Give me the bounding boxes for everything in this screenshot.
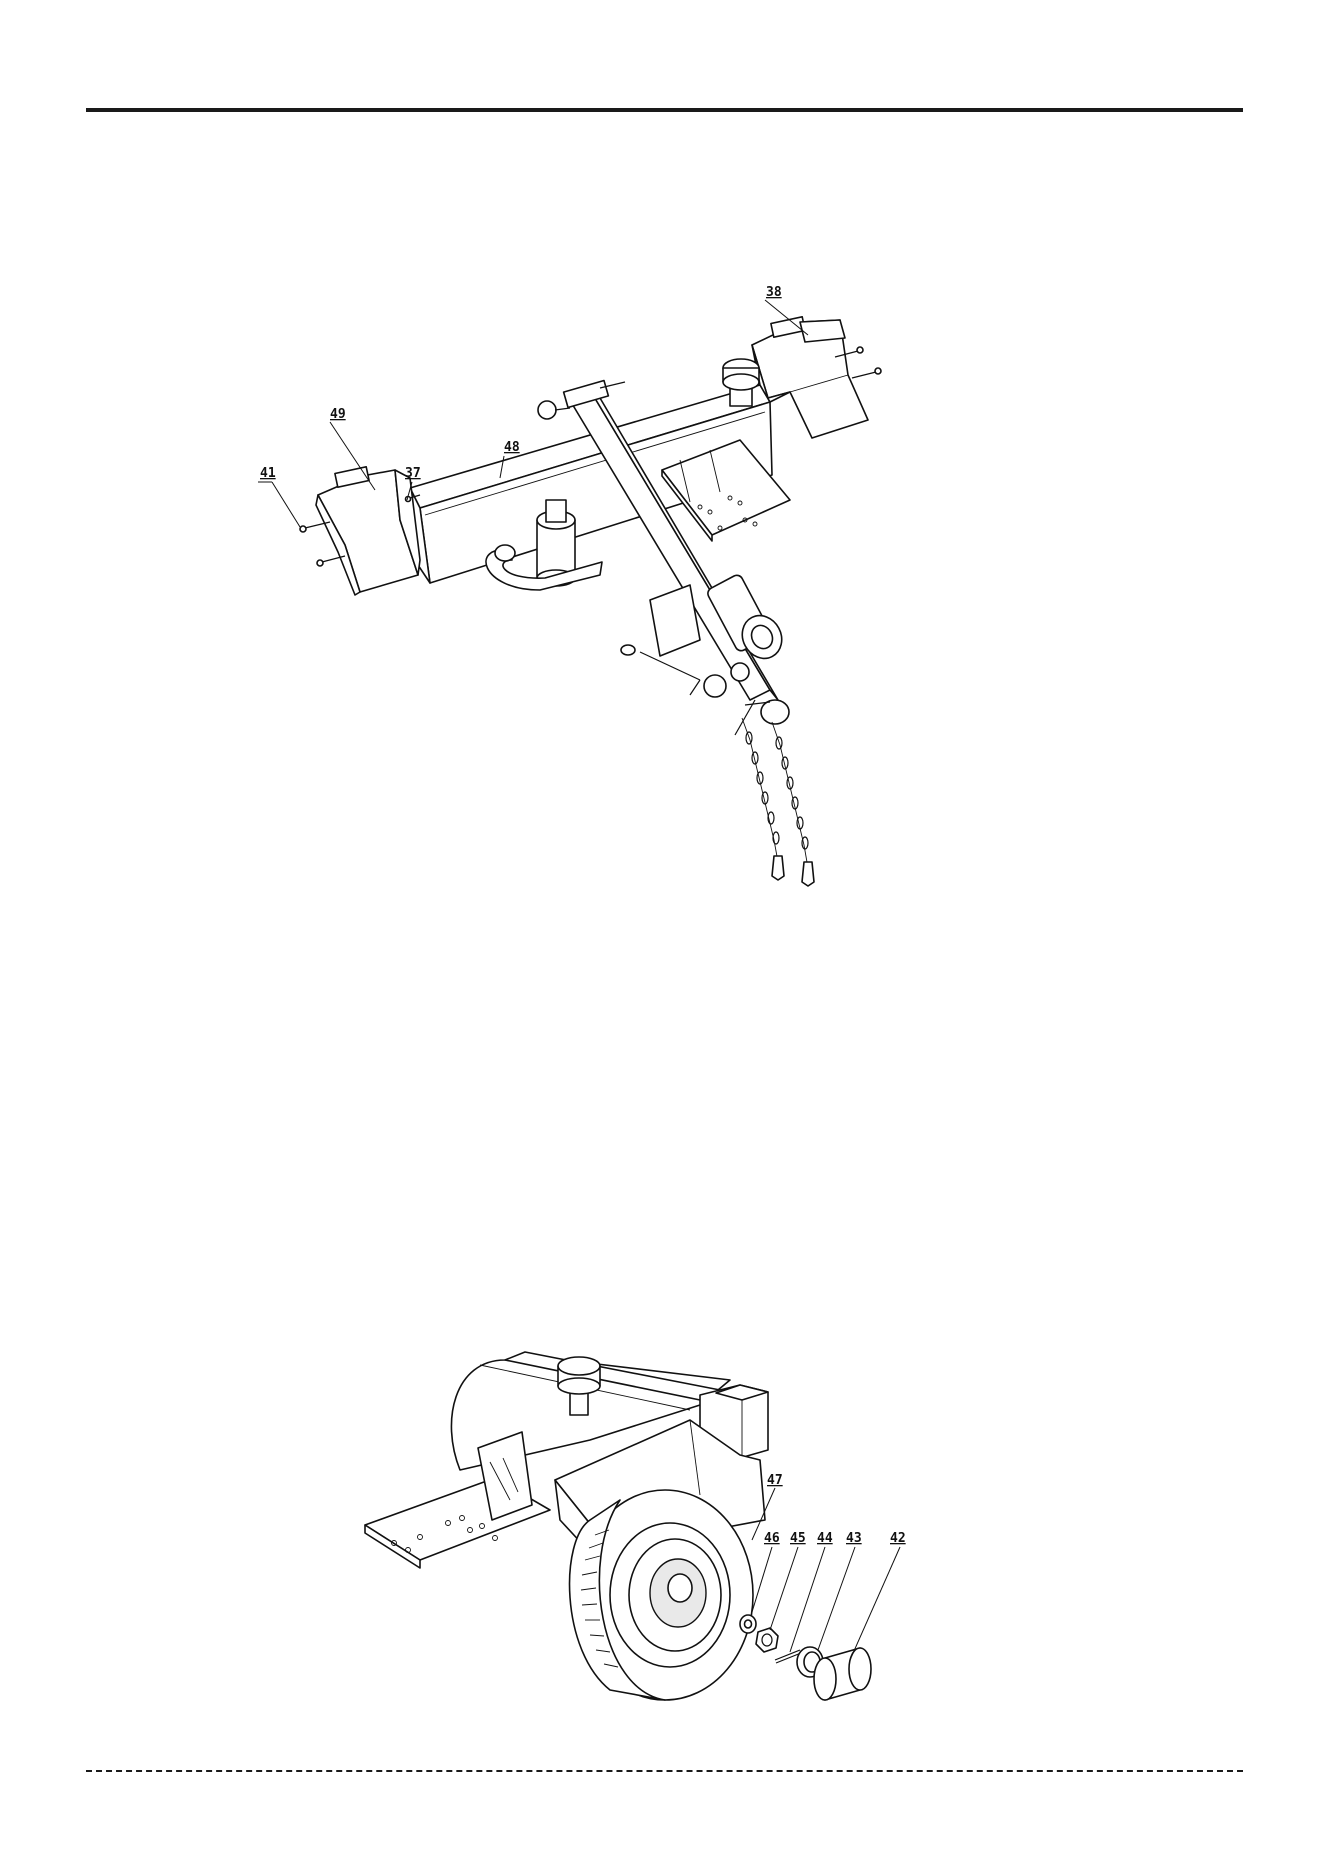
- callout-47: 47: [767, 1473, 783, 1488]
- callout-48: 48: [504, 440, 520, 455]
- callout-37: 37: [405, 466, 421, 481]
- wheel-hub-exploded-view: 47 46 45 44 43 42: [0, 1340, 1323, 1740]
- axle-frame-exploded-view: 38 49 41 37 48: [0, 260, 1323, 900]
- callout-41: 41: [260, 466, 276, 481]
- callout-45: 45: [790, 1531, 806, 1546]
- callout-49: 49: [330, 407, 346, 422]
- callout-38: 38: [766, 285, 782, 300]
- callout-46: 46: [764, 1531, 780, 1546]
- callout-43: 43: [846, 1531, 862, 1546]
- footer-dashed-rule: [86, 1770, 1243, 1772]
- callout-42: 42: [890, 1531, 906, 1546]
- coupler-and-chains: [735, 700, 814, 886]
- castle-nut-45: [756, 1628, 778, 1652]
- header-rule: [86, 108, 1243, 112]
- washer-46: [740, 1615, 756, 1633]
- left-fender: [316, 467, 420, 595]
- callout-44: 44: [817, 1531, 833, 1546]
- wheel-and-tire: [570, 1490, 753, 1700]
